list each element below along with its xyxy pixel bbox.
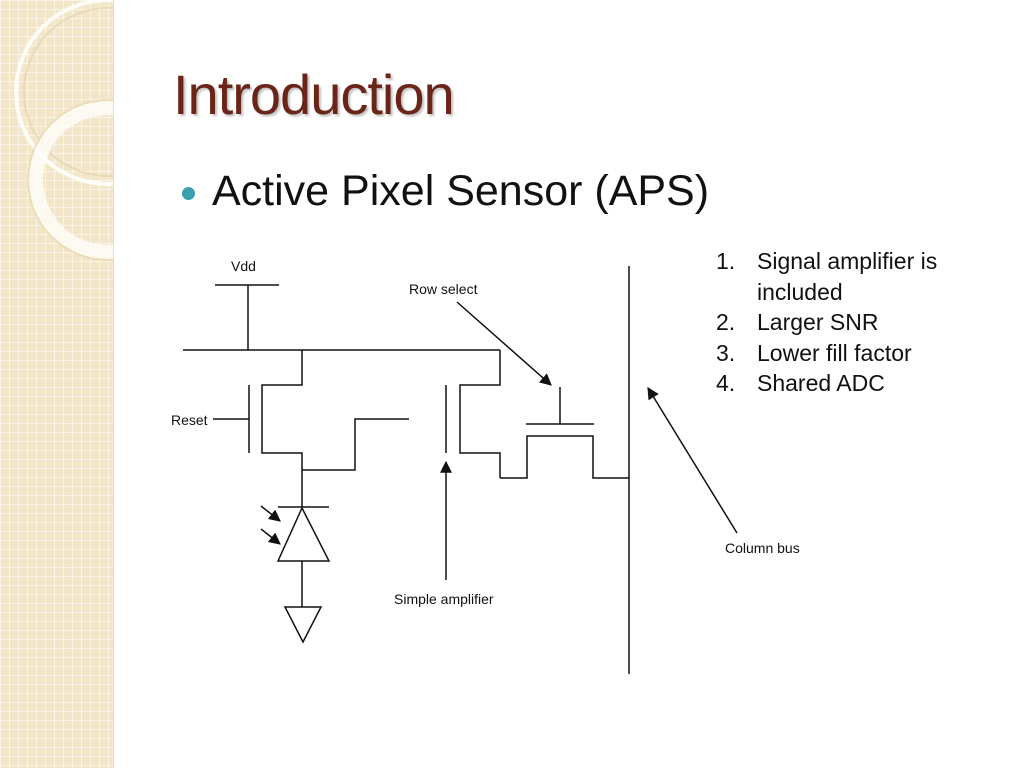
bullet-text: Active Pixel Sensor (APS) [212, 167, 710, 215]
feature-text: Shared ADC [757, 370, 885, 396]
simple-amplifier-label: Simple amplifier [394, 591, 494, 607]
feature-text: Signal amplifier is included [757, 248, 938, 305]
decorative-ring-small [29, 101, 113, 259]
slide-title: Introduction [173, 63, 455, 126]
photon-arrow-icon [260, 505, 281, 522]
photon-arrow-icon [260, 528, 281, 545]
decorative-side-panel [0, 0, 114, 768]
row-select-transistor-channel [500, 435, 629, 479]
vdd-label: Vdd [231, 258, 256, 274]
row-select-label: Row select [409, 281, 478, 297]
row-select-pointer-arrow [456, 301, 552, 386]
decorative-ring-small-outer [27, 99, 113, 261]
bullet-dot-icon [182, 187, 195, 200]
bullet-item: Active Pixel Sensor (APS) [182, 167, 709, 216]
decorative-rings [14, 0, 113, 261]
amplifier-transistor-channel [459, 350, 501, 478]
sense-node-wire [302, 418, 409, 471]
column-bus-pointer-arrow [647, 386, 738, 534]
feature-number: 1. [716, 248, 736, 274]
feature-item: 3. Lower fill factor [716, 338, 996, 369]
decorative-ring-large-inner [23, 7, 113, 177]
feature-item: 1. Signal amplifier is included [716, 246, 996, 307]
reset-transistor-channel [261, 350, 303, 470]
feature-list: 1. Signal amplifier is included 2. Larger … [716, 246, 996, 399]
feature-item: 4. Shared ADC [716, 368, 996, 399]
decorative-ring-large [14, 0, 113, 186]
feature-number: 4. [716, 370, 736, 396]
ground-symbol [283, 606, 323, 644]
feature-text: Lower fill factor [757, 339, 912, 366]
feature-item: 2. Larger SNR [716, 307, 996, 338]
feature-number: 2. [716, 309, 736, 335]
reset-label: Reset [171, 412, 208, 428]
feature-text: Larger SNR [757, 309, 879, 335]
photodiode-symbol [276, 506, 331, 562]
column-bus-label: Column bus [725, 540, 800, 556]
feature-number: 3. [716, 339, 736, 366]
